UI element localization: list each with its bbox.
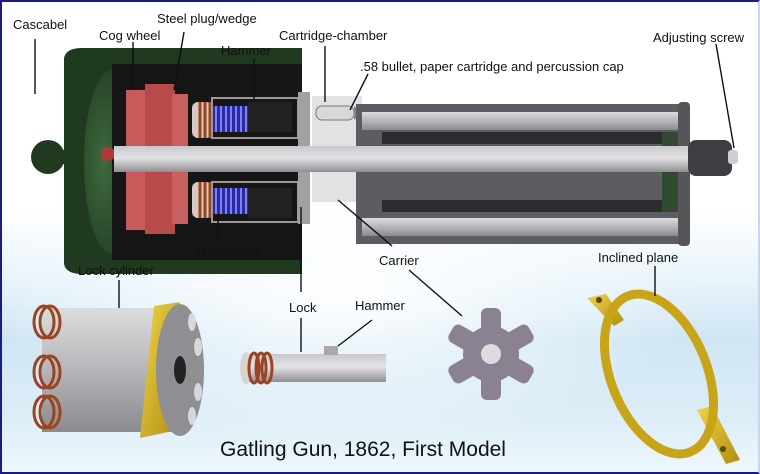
label-cascabel: Cascabel [13, 17, 68, 32]
leader-lines [34, 31, 735, 352]
lock-cylinder [32, 302, 204, 438]
label-hammer-top: Hammer [221, 43, 271, 58]
label-hammer-bottom: Hammer [355, 298, 405, 313]
label-cartridge-chamber: Cartridge-chamber [279, 28, 388, 43]
label-carrier: Carrier [379, 253, 419, 268]
springs [192, 97, 299, 223]
label-adjusting-screw: Adjusting screw [653, 30, 745, 45]
diagram-caption: Gatling Gun, 1862, First Model [220, 438, 506, 461]
barrel-cluster [356, 102, 690, 246]
label-lock: Lock [289, 300, 317, 315]
inclined-plane-part [587, 289, 740, 464]
cascabel-knob [31, 140, 65, 174]
adjusting-screw [688, 140, 732, 176]
label-lock-cylinder: Lock cylinder [78, 263, 154, 278]
label-mainspring: Mainspring [196, 245, 260, 260]
label-steel-plug: Steel plug/wedge [157, 11, 257, 26]
label-inclined-plane: Inclined plane [598, 250, 679, 265]
cartridge [315, 105, 355, 121]
label-bullet: .58 bullet, paper cartridge and percussi… [360, 59, 624, 74]
label-cog-wheel: Cog wheel [99, 28, 161, 43]
lock-part [240, 346, 386, 385]
central-shaft [114, 146, 694, 172]
carrier-part [448, 308, 534, 400]
